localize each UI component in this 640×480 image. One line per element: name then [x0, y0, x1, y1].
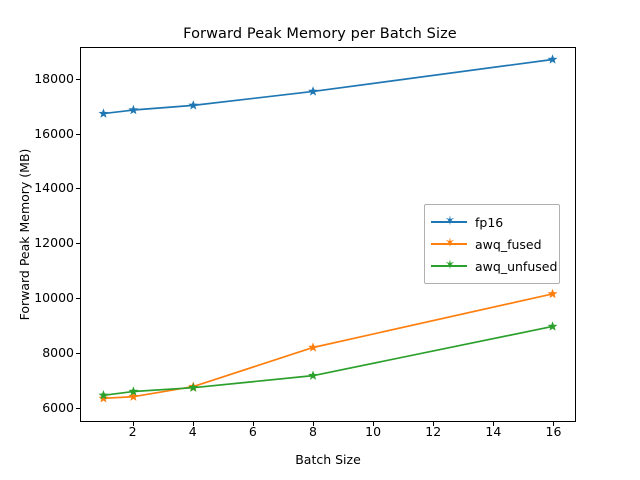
series-line-awq_unfused	[103, 325, 553, 397]
x-tick-mark	[553, 422, 555, 426]
x-tick-label: 16	[545, 424, 562, 439]
legend-item-fp16[interactable]: ✶ fp16	[431, 211, 551, 233]
data-point-marker	[98, 108, 109, 118]
series-awq_fused	[98, 288, 558, 403]
x-tick-mark	[252, 422, 254, 426]
data-point-marker	[308, 86, 318, 96]
chart-legend: ✶ fp16 ✶ awq_fused ✶ awq_unfused	[424, 204, 560, 284]
y-tick-mark	[76, 408, 80, 410]
legend-swatch-icon: ✶	[431, 237, 467, 251]
x-tick-6: 6	[233, 425, 273, 439]
legend-line	[431, 265, 467, 267]
x-tick-mark	[373, 422, 375, 426]
data-point-marker	[547, 321, 558, 331]
x-tick-mark	[493, 422, 495, 426]
data-point-marker	[547, 54, 558, 64]
data-point-marker	[547, 288, 558, 299]
y-tick-mark	[76, 188, 80, 190]
data-point-marker	[188, 100, 199, 110]
x-tick-12: 12	[413, 425, 453, 439]
y-tick-mark	[76, 133, 80, 135]
y-tick-label: 10000	[34, 290, 74, 306]
x-tick-label: 14	[485, 424, 502, 439]
data-point-marker	[128, 386, 139, 396]
x-tick-label: 4	[188, 424, 197, 439]
y-tick-label: 18000	[34, 70, 74, 86]
y-tick-label: 14000	[34, 180, 74, 196]
data-point-marker	[308, 342, 318, 352]
y-axis-label: Forward Peak Memory (MB)	[17, 148, 32, 321]
data-point-marker	[98, 393, 109, 403]
legend-swatch-icon: ✶	[431, 215, 467, 229]
legend-item-awq_fused[interactable]: ✶ awq_fused	[431, 233, 551, 255]
y-tick-label: 16000	[34, 125, 74, 141]
x-tick-10: 10	[353, 425, 393, 439]
x-tick-14: 14	[473, 425, 513, 439]
legend-label: awq_unfused	[475, 258, 558, 274]
x-tick-16: 16	[533, 425, 573, 439]
y-tick-mark	[76, 353, 80, 355]
series-awq_unfused	[98, 321, 558, 400]
y-tick-mark	[76, 78, 80, 80]
x-tick-mark	[192, 422, 194, 426]
legend-line	[431, 221, 467, 223]
x-axis-label: Batch Size	[295, 452, 361, 467]
y-tick-mark	[76, 243, 80, 245]
y-tick-label: 12000	[34, 235, 74, 251]
x-tick-mark	[433, 422, 435, 426]
x-tick-2: 2	[113, 425, 153, 439]
data-point-marker	[128, 391, 139, 401]
data-point-marker	[98, 390, 109, 400]
data-point-marker	[188, 382, 199, 392]
x-tick-label: 2	[128, 424, 137, 439]
legend-swatch-icon: ✶	[431, 259, 467, 273]
data-point-marker	[308, 370, 318, 380]
star-marker-icon: ✶	[444, 214, 456, 229]
series-fp16	[98, 54, 558, 118]
x-tick-label: 12	[425, 424, 442, 439]
y-tick-mark	[76, 298, 80, 300]
data-point-marker	[128, 104, 139, 115]
star-marker-icon: ✶	[444, 258, 456, 273]
y-tick-label: 8000	[42, 345, 74, 361]
star-marker-icon: ✶	[444, 236, 456, 251]
series-line-fp16	[103, 58, 553, 115]
x-tick-mark	[132, 422, 134, 426]
chart-title: Forward Peak Memory per Batch Size	[183, 26, 457, 42]
series-canvas	[98, 54, 558, 403]
y-tick-label: 6000	[42, 400, 74, 416]
x-tick-label: 10	[365, 424, 382, 439]
x-tick-8: 8	[293, 425, 333, 439]
legend-label: fp16	[475, 214, 504, 230]
legend-item-awq_unfused[interactable]: ✶ awq_unfused	[431, 255, 557, 277]
x-tick-mark	[312, 422, 314, 426]
x-tick-4: 4	[173, 425, 213, 439]
legend-line	[431, 243, 467, 245]
legend-label: awq_fused	[475, 236, 542, 252]
x-tick-label: 6	[248, 424, 257, 439]
series-line-awq_fused	[103, 293, 553, 400]
x-tick-label: 8	[308, 424, 317, 439]
